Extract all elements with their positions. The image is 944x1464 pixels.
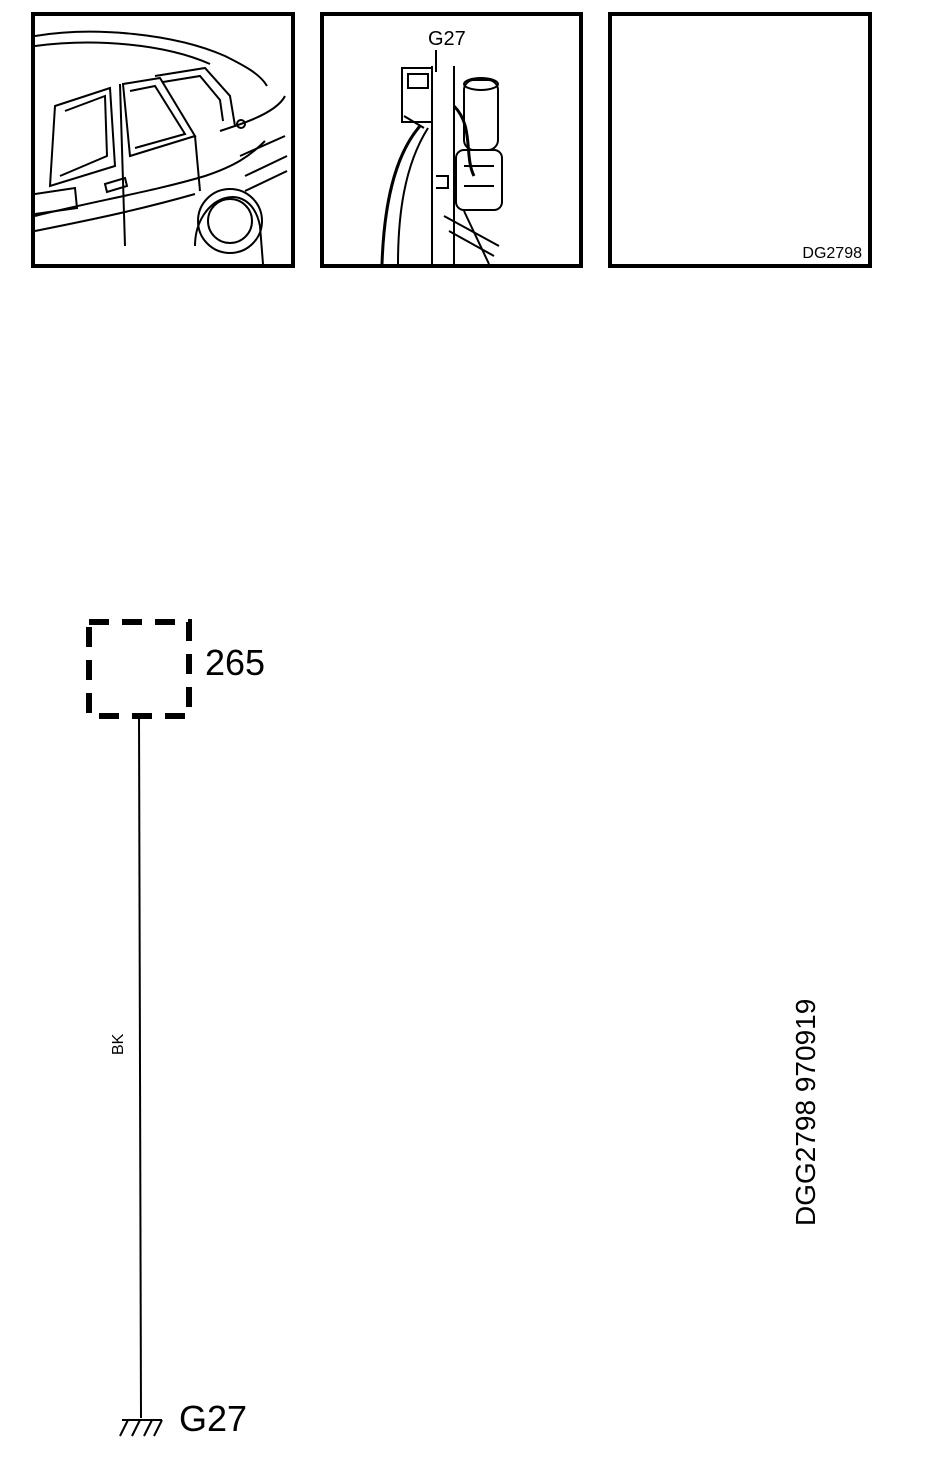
- image-code-label: DG2798: [802, 245, 862, 262]
- wire-bk: [138, 715, 142, 1419]
- component-number: 265: [205, 642, 266, 683]
- component-locator-panel: G27: [320, 12, 583, 268]
- car-rear-quarter-illustration: [35, 30, 288, 264]
- ground-label: G27: [179, 1398, 248, 1439]
- blank-locator-panel: DG2798: [608, 12, 872, 268]
- component-locator-label: G27: [428, 28, 466, 50]
- document-code: DGG2798 970919: [790, 998, 821, 1226]
- mechanism-illustration: [380, 50, 503, 264]
- ground-icon: [119, 1419, 163, 1437]
- vehicle-locator-panel: [31, 12, 295, 268]
- component-box: [86, 619, 192, 719]
- wire-color-label: BK: [110, 1033, 127, 1055]
